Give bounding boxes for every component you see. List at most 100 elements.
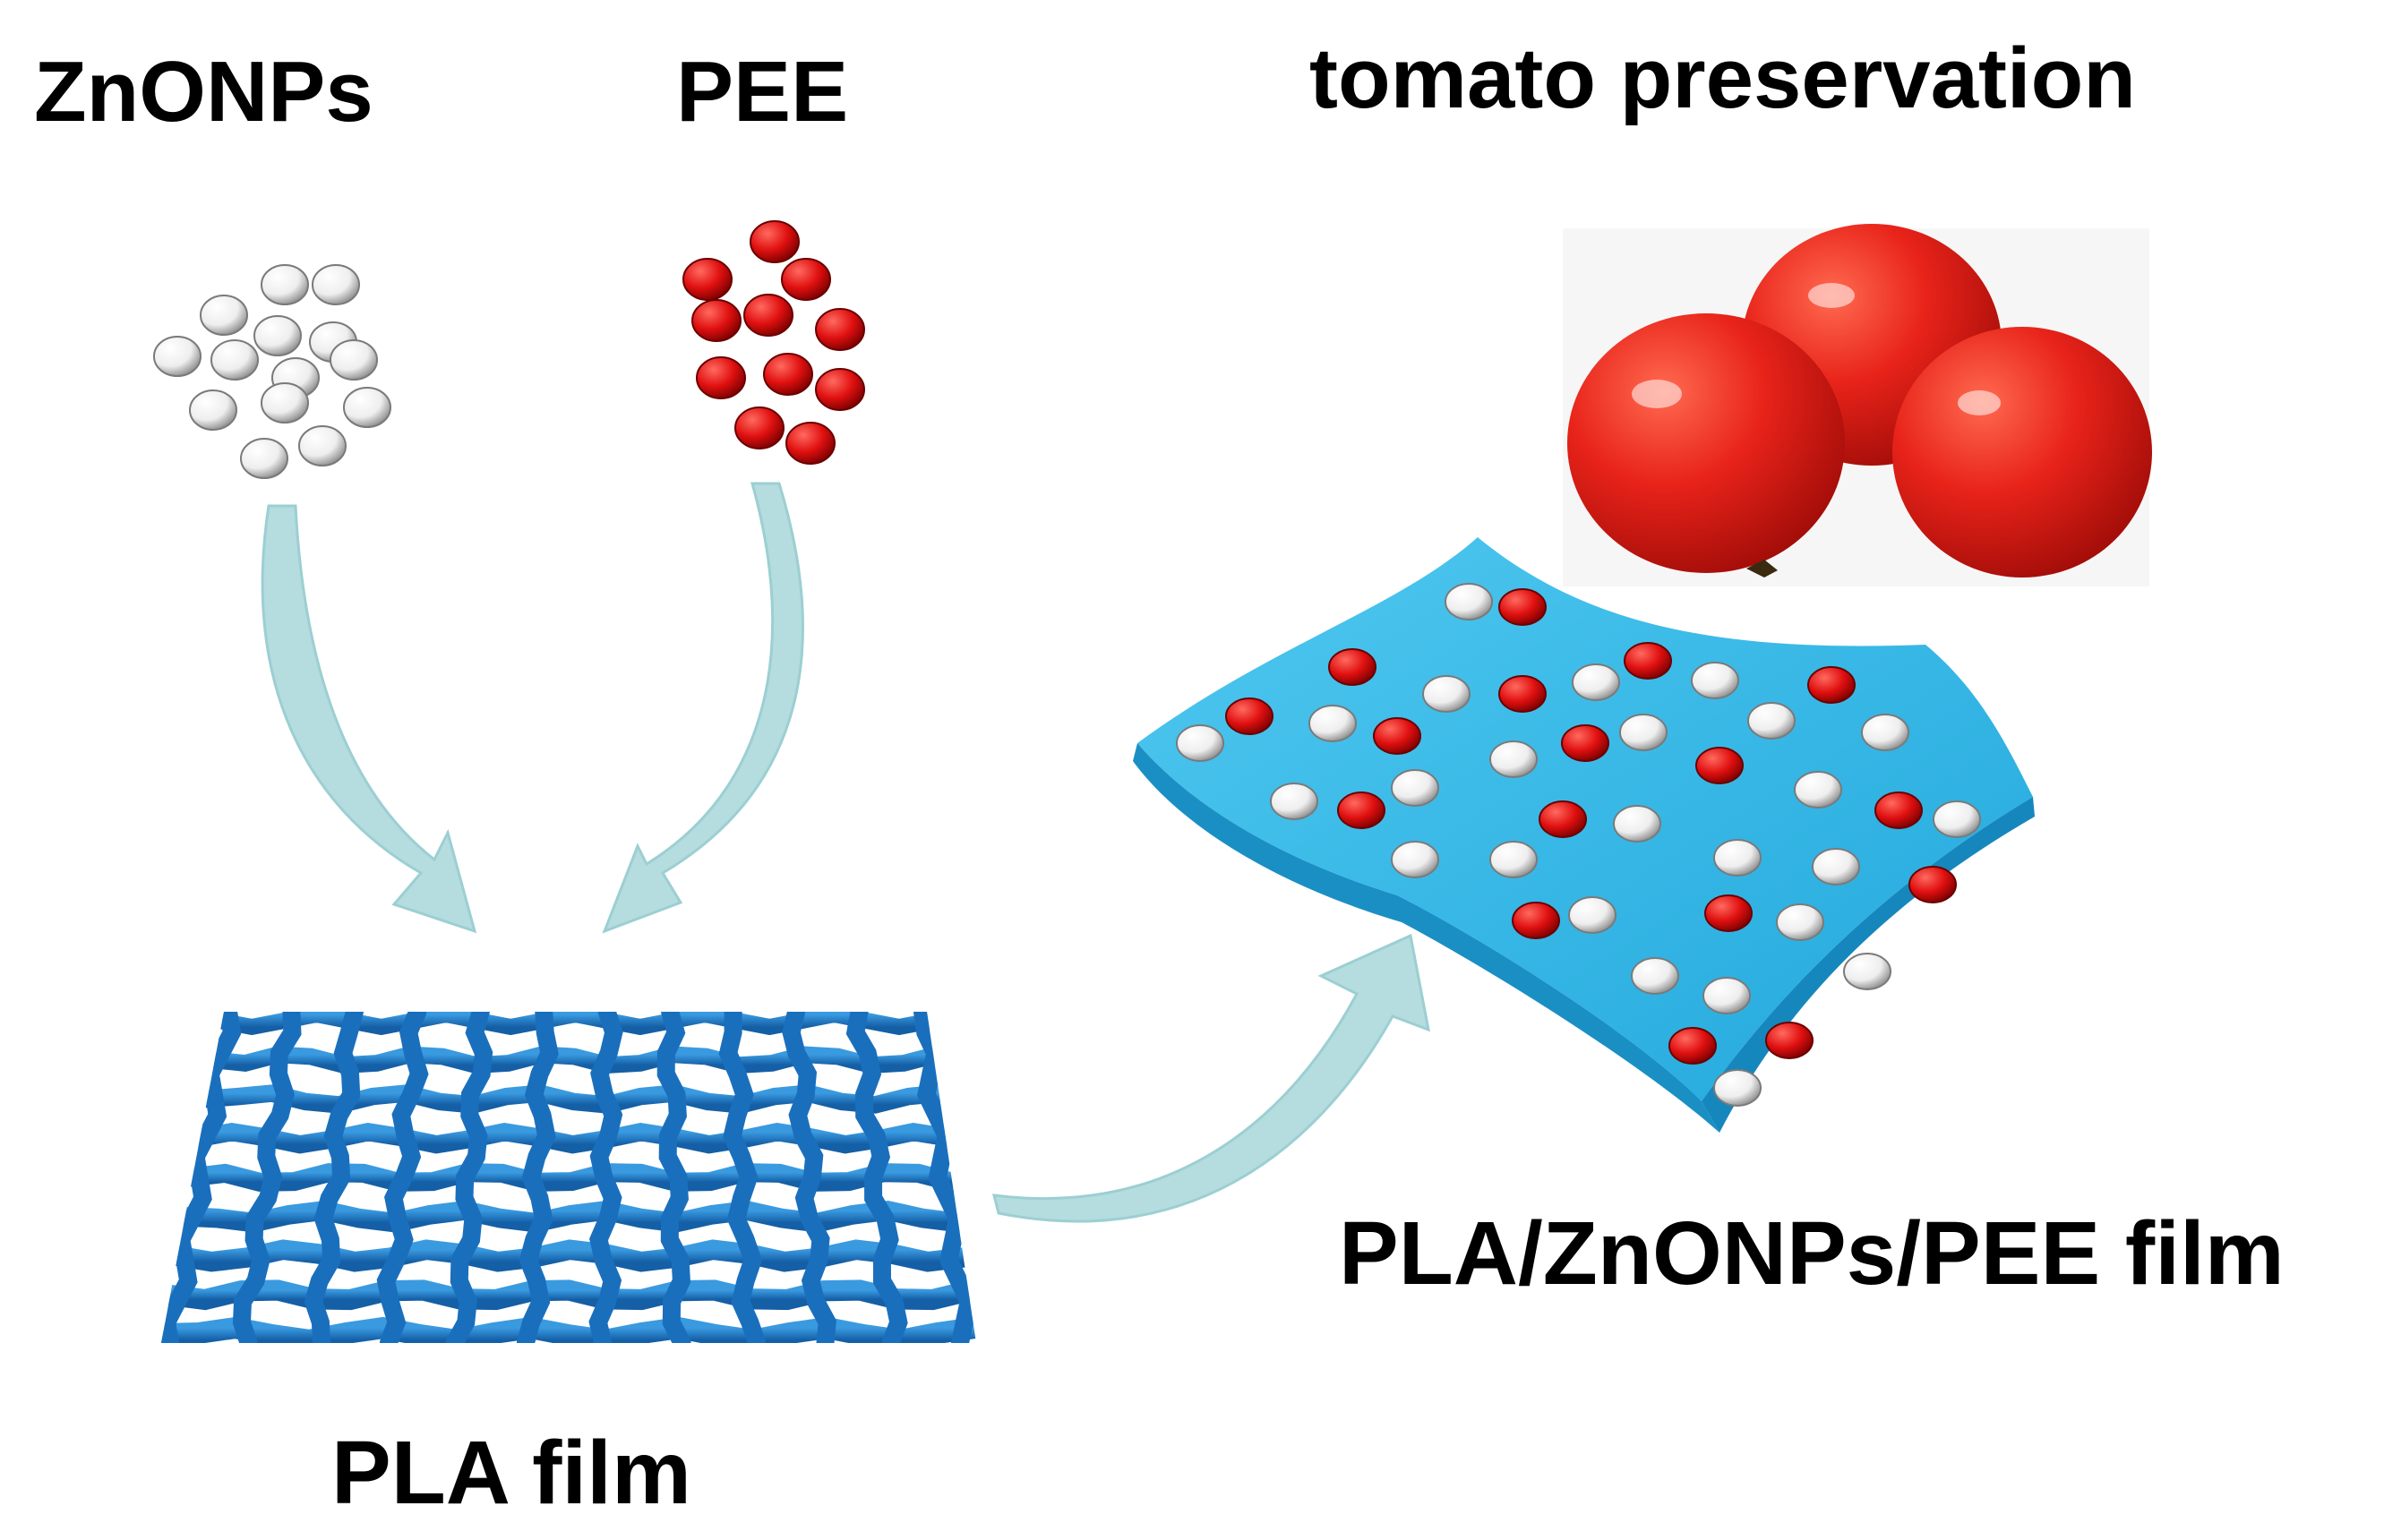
zno-particle [261,264,309,305]
pee-particle-cluster [682,220,865,465]
tomato-left [1567,313,1845,573]
arrow-pla-to-composite [992,933,1430,1223]
zno-particle [1176,724,1224,762]
composite-film [1133,537,2035,1133]
pee-particle [1225,697,1273,735]
pla-film-label: PLA film [331,1423,691,1523]
pee-particle [1874,791,1923,829]
zno-particle [1391,769,1439,807]
pee-particle [1807,666,1856,704]
zno-particle [1445,583,1493,620]
zno-particle [343,387,391,428]
zno-particle [1691,662,1739,699]
zno-particle [1489,740,1538,778]
mesh-weft-strand [166,1239,974,1272]
mesh-weft-strand [173,1200,968,1233]
zno-particle [298,425,347,466]
zno-particle [1933,800,1981,838]
znonps-particle-cluster [153,264,391,479]
mesh-warp-strand [516,1012,559,1343]
zno-particle [312,264,360,305]
pee-particle [734,406,785,449]
zno-particle [261,382,309,424]
pee-particle [1337,791,1385,829]
pee-label: PEE [676,44,849,140]
zno-particle [1747,702,1796,740]
zno-particle [1843,953,1891,990]
mesh-warp-strand [656,1012,691,1343]
mesh-weft-strand [196,1084,951,1114]
pee-particle [763,353,813,396]
zno-particle [1713,839,1762,877]
zno-particle [1572,663,1620,701]
mesh-warp-strand [304,1012,364,1343]
pee-particle [781,258,831,301]
pee-particle [1765,1022,1814,1059]
arrow-zno-to-pla [261,504,477,934]
mesh-warp-strand [913,1012,976,1343]
mesh-warp-strand [232,1012,302,1343]
pee-particle [743,294,793,337]
tomato-photo [1563,224,2152,586]
zno-particle [1776,903,1824,941]
mesh-weft-strand [181,1163,963,1192]
pla-film-mesh [161,1012,976,1343]
zno-particle [1391,841,1439,878]
zno-particle [330,339,378,381]
pee-particle [1704,894,1753,932]
zno-particle [1422,675,1471,713]
pee-particle [1561,724,1609,762]
zno-particle [189,389,237,431]
mesh-weft-strand [211,1012,939,1036]
pee-particle [1498,588,1547,626]
pee-particle [691,299,742,342]
mesh-warp-strand [845,1012,908,1343]
zno-particle [1713,1069,1762,1107]
composite-film-particles [1176,583,1981,1107]
pee-particle [750,220,800,263]
zno-particle [1794,771,1842,808]
zno-particle [1861,714,1909,751]
zno-particle [1568,896,1616,934]
zno-particle [1619,714,1668,751]
tomato-right [1892,327,2152,578]
zno-particle [1812,848,1860,886]
zno-particle [1613,805,1661,843]
arrow-pee-to-pla [602,482,804,934]
zno-particle [253,315,302,356]
mesh-weft-strand [161,1279,976,1311]
pee-particle [1539,800,1587,838]
zno-particle [1308,705,1357,742]
mesh-warp-strand [718,1012,767,1343]
zno-particle [200,295,248,336]
zno-particle [1702,977,1751,1014]
pee-particle [1695,747,1744,784]
mesh-weft-strand [203,1046,946,1074]
mesh-warp-strand [161,1012,242,1343]
pee-particle [696,356,746,399]
mesh-weft-strand [161,1316,976,1343]
zno-particle [1270,783,1318,820]
mesh-warp-strand [376,1012,429,1343]
znonps-label: ZnONPs [34,44,373,140]
pee-particle [1328,648,1376,686]
mesh-warp-strand [445,1012,493,1343]
pee-particle [682,258,733,301]
pee-particle [1908,866,1957,903]
pee-particle [1512,902,1560,939]
tomato-preservation-label: tomato preservation [1309,30,2136,126]
pee-particle [1373,717,1421,755]
pee-particle [1668,1027,1717,1065]
pee-particle [815,308,865,351]
pee-particle [785,422,836,465]
mesh-weft-strand [188,1123,957,1154]
zno-particle [210,339,259,381]
zno-particle [153,336,202,377]
pee-particle [1498,675,1547,713]
mesh-warp-strand [588,1012,623,1343]
zno-particle [1631,957,1679,995]
composite-film-label: PLA/ZnONPs/PEE film [1339,1203,2285,1304]
zno-particle [1489,841,1538,878]
pee-particle [1624,642,1672,680]
